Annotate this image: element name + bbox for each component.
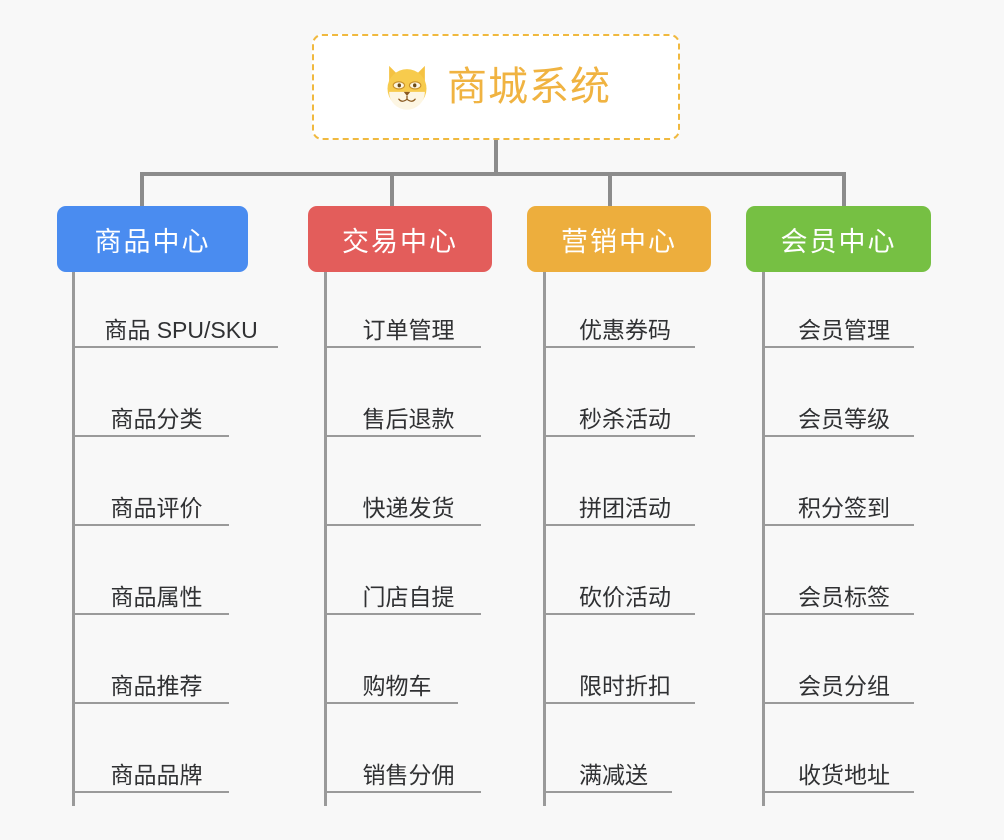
leaf-item[interactable]: 拼团活动 — [543, 468, 695, 526]
branch-header-营销中心[interactable]: 营销中心 — [527, 206, 711, 272]
trunk-line — [324, 272, 327, 806]
trunk-line — [543, 272, 546, 806]
leaf-item[interactable]: 会员管理 — [762, 290, 914, 348]
main-bus-connector — [142, 172, 846, 176]
leaf-item[interactable]: 商品属性 — [72, 557, 229, 615]
leaf-item[interactable]: 收货地址 — [762, 735, 914, 793]
branch-header-交易中心[interactable]: 交易中心 — [308, 206, 492, 272]
shiba-dog-icon — [387, 65, 427, 110]
root-stem-connector — [494, 140, 498, 176]
branch-drop-2 — [390, 172, 394, 206]
branch-header-label: 营销中心 — [561, 226, 677, 257]
trunk-line — [72, 272, 75, 806]
branch-header-商品中心[interactable]: 商品中心 — [57, 206, 248, 272]
leaf-item[interactable]: 购物车 — [324, 646, 458, 704]
leaf-item[interactable]: 售后退款 — [324, 379, 481, 437]
leaf-item[interactable]: 优惠券码 — [543, 290, 695, 348]
leaf-item[interactable]: 积分签到 — [762, 468, 914, 526]
leaf-item[interactable]: 商品 SPU/SKU — [72, 290, 278, 348]
trunk-line — [762, 272, 765, 806]
leaf-item[interactable]: 商品品牌 — [72, 735, 229, 793]
branch-drop-3 — [608, 172, 612, 206]
branch-header-label: 会员中心 — [780, 226, 897, 257]
leaf-item[interactable]: 会员标签 — [762, 557, 914, 615]
leaf-item[interactable]: 会员等级 — [762, 379, 914, 437]
branch-header-会员中心[interactable]: 会员中心 — [746, 206, 931, 272]
leaf-item[interactable]: 会员分组 — [762, 646, 914, 704]
leaf-item[interactable]: 商品评价 — [72, 468, 229, 526]
leaf-item[interactable]: 限时折扣 — [543, 646, 695, 704]
leaf-item[interactable]: 商品分类 — [72, 379, 229, 437]
branch-header-label: 商品中心 — [94, 226, 211, 257]
branch-drop-1 — [140, 172, 144, 206]
leaf-item[interactable]: 满减送 — [543, 735, 672, 793]
leaf-item[interactable]: 砍价活动 — [543, 557, 695, 615]
branch-header-label: 交易中心 — [342, 226, 458, 257]
leaf-item[interactable]: 销售分佣 — [324, 735, 481, 793]
leaf-item[interactable]: 订单管理 — [324, 290, 481, 348]
leaf-item[interactable]: 商品推荐 — [72, 646, 229, 704]
branch-drop-4 — [842, 172, 846, 206]
leaf-item[interactable]: 秒杀活动 — [543, 379, 695, 437]
leaf-item[interactable]: 门店自提 — [324, 557, 481, 615]
leaf-item[interactable]: 快递发货 — [324, 468, 481, 526]
root-node[interactable]: 商城系统 — [312, 34, 680, 140]
root-title: 商城系统 — [447, 65, 611, 109]
